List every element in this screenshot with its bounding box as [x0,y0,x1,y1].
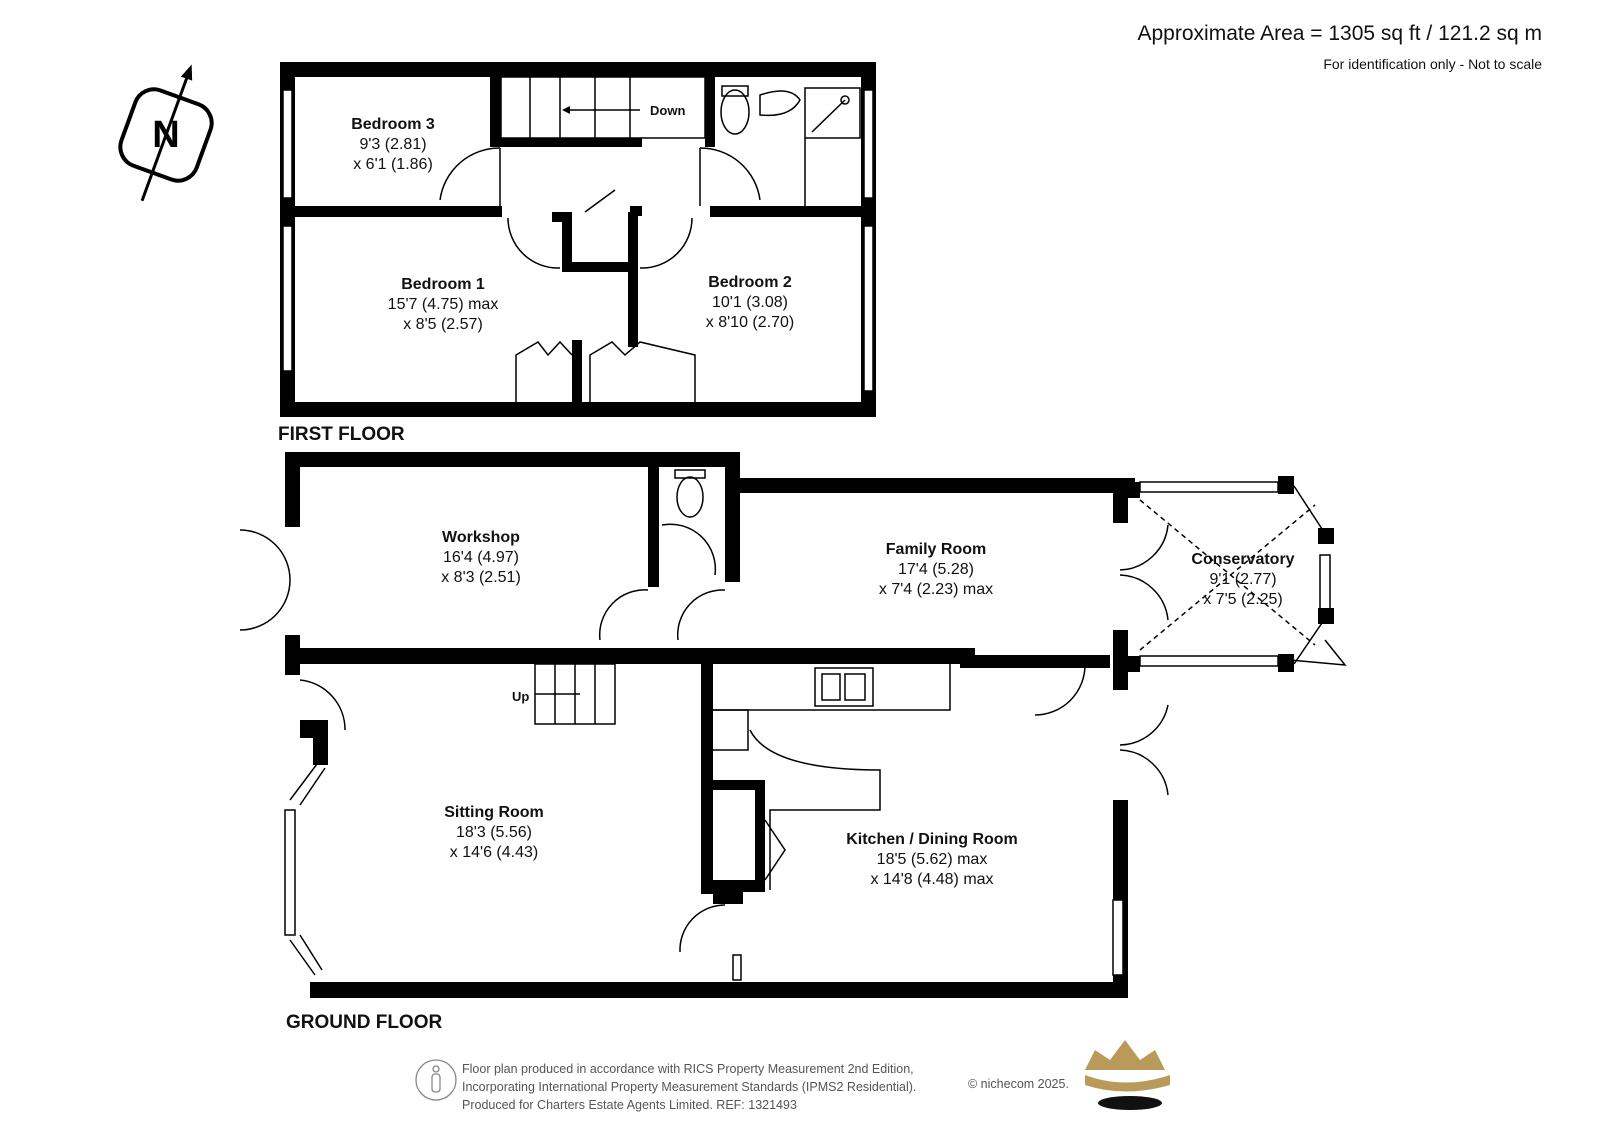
disclaimer: For identification only - Not to scale [1323,56,1542,72]
room-name: Conservatory [1191,551,1295,568]
room-name: Bedroom 3 [351,116,435,133]
room-bedroom-2: Bedroom 2 10'1 (3.08) x 8'10 (2.70) [706,273,794,333]
room-name: Sitting Room [444,804,544,821]
room-name: Workshop [442,529,520,546]
crown-logo-icon [1085,1040,1170,1110]
room-dim: x 8'3 (2.51) [441,569,521,586]
room-kitchen-dining: Kitchen / Dining Room 18'5 (5.62) max x … [846,830,1018,890]
first-floor-label: FIRST FLOOR [278,424,405,445]
ground-floor-plan [285,452,1135,998]
room-name: Kitchen / Dining Room [846,831,1018,848]
room-dim: 9'1 (2.77) [1209,571,1277,588]
room-dim: 17'4 (5.28) [898,561,974,578]
room-name: Bedroom 1 [401,276,485,293]
person-icon [415,1059,457,1101]
room-dim: 10'1 (3.08) [712,294,788,311]
room-family-room: Family Room 17'4 (5.28) x 7'4 (2.23) max [879,540,993,600]
room-dim: x 6'1 (1.86) [353,156,433,173]
ground-floor-doors [239,469,1347,976]
room-name: Bedroom 2 [708,274,792,291]
room-dim: x 8'10 (2.70) [705,314,795,331]
room-dim: x 7'5 (2.25) [1203,591,1283,608]
first-floor-doors [439,76,861,403]
room-dim: 18'5 (5.62) max [876,851,988,868]
svg-text:N: N [152,114,179,156]
room-name: Family Room [885,541,987,558]
copyright: © nichecom 2025. [968,1077,1069,1091]
room-dim: 15'7 (4.75) max [387,296,499,313]
room-dim: x 8'5 (2.57) [403,316,483,333]
room-bedroom-1: Bedroom 1 15'7 (4.75) max x 8'5 (2.57) [388,275,499,335]
room-dim: x 14'8 (4.48) max [870,871,994,888]
footer-line: Floor plan produced in accordance with R… [462,1062,914,1076]
north-compass-icon: N [118,64,214,202]
room-sitting-room: Sitting Room 18'3 (5.56) x 14'6 (4.43) [444,803,544,863]
room-dim: x 14'6 (4.43) [449,844,539,861]
room-workshop: Workshop 16'4 (4.97) x 8'3 (2.51) [441,528,521,588]
ground-floor-label: GROUND FLOOR [286,1012,443,1033]
footer-notes: Floor plan produced in accordance with R… [462,1060,916,1114]
footer-line: Incorporating International Property Mea… [462,1080,917,1094]
room-dim: x 7'4 (2.23) max [878,581,994,598]
room-dim: 16'4 (4.97) [442,549,519,566]
first-floor-windows [282,89,874,392]
room-conservatory: Conservatory 9'1 (2.77) x 7'5 (2.25) [1191,550,1294,610]
room-dim: 9'3 (2.81) [359,136,427,153]
footer-line: Produced for Charters Estate Agents Limi… [462,1098,797,1112]
conservatory-frame [1128,476,1334,672]
room-dim: 18'3 (5.56) [455,824,532,841]
stairs-down-label: Down [650,103,686,118]
approximate-area: Approximate Area = 1305 sq ft / 121.2 sq… [1137,22,1543,45]
room-bedroom-3: Bedroom 3 9'3 (2.81) x 6'1 (1.86) [351,115,435,175]
stairs-up-label: Up [512,689,530,704]
stairs-arrow-icon [562,106,570,114]
